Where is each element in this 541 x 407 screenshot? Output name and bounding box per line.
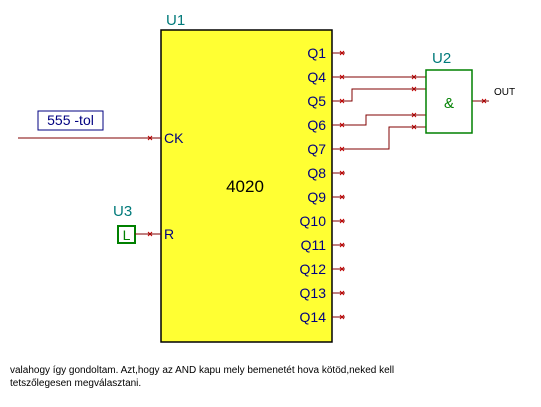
u1-chip-body[interactable] — [160, 29, 333, 343]
pin-marker-q12 — [339, 266, 345, 272]
wire-q7-u2[interactable] — [345, 126, 426, 150]
pin-marker-q14 — [339, 314, 345, 320]
caption-line-1: valahogy így gondoltam. Azt,hogy az AND … — [10, 365, 395, 376]
u2-designator: U2 — [432, 50, 451, 67]
u1-pin-label-q9: Q9 — [307, 189, 326, 205]
u1-pin-label-q11: Q11 — [301, 237, 327, 253]
caption-line-2: tetszőlegesen megválasztani. — [10, 378, 142, 389]
pin-marker-q7 — [339, 146, 345, 152]
u1-pin-label-q7: Q7 — [307, 141, 326, 157]
u3-designator: U3 — [113, 203, 132, 220]
u1-pin-label-q4: Q4 — [307, 69, 326, 85]
pin-marker-q9 — [339, 194, 345, 200]
pin-marker-q11 — [339, 242, 345, 248]
pin-marker-q10 — [339, 218, 345, 224]
pin-marker-q8 — [339, 170, 345, 176]
u2-and-gate[interactable] — [425, 69, 473, 134]
u1-pin-label-q10: Q10 — [300, 213, 327, 229]
u1-part-number: 4020 — [226, 177, 264, 196]
u1-pin-label-q12: Q12 — [300, 261, 327, 277]
pin-marker-q13 — [339, 290, 345, 296]
caption: valahogy így gondoltam. Azt,hogy az AND … — [10, 364, 510, 390]
u1-pin-label-q5: Q5 — [307, 93, 326, 109]
pin-marker-q5 — [339, 98, 345, 104]
u2-output-label: OUT — [494, 87, 515, 98]
u2-gate-symbol: & — [444, 95, 454, 112]
clock-source-label-box — [37, 110, 104, 131]
clock-source-label: 555 -tol — [47, 112, 94, 128]
u1-pin-label-q8: Q8 — [307, 165, 326, 181]
pin-marker-q1 — [339, 50, 345, 56]
u1-pin-label-q1: Q1 — [307, 45, 326, 61]
u3-level: L — [123, 227, 131, 243]
pin-marker-q6 — [339, 122, 345, 128]
u1-designator: U1 — [166, 12, 185, 29]
u1-pin-label-ck: CK — [164, 130, 184, 146]
u1-pin-label-q13: Q13 — [300, 285, 327, 301]
wire-q5-u2[interactable] — [345, 88, 426, 102]
u1-pin-label-q14: Q14 — [300, 309, 327, 325]
wire-q6-u2[interactable] — [345, 114, 426, 126]
pin-marker-q4 — [339, 74, 345, 80]
u1-pin-label-q6: Q6 — [307, 117, 326, 133]
u1-pin-label-r: R — [164, 226, 174, 242]
